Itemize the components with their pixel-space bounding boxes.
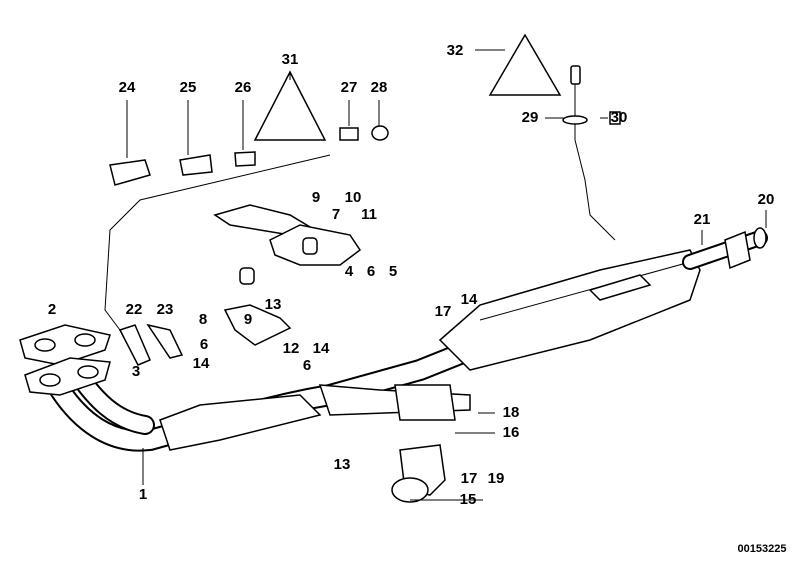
- callout-label-14: 14: [313, 340, 330, 357]
- manifold-gaskets: [19, 324, 111, 396]
- rubber-mount: [391, 444, 446, 503]
- callout-label-15: 15: [460, 491, 477, 508]
- callout-label-14: 14: [461, 291, 478, 308]
- callout-label-20: 20: [758, 191, 775, 208]
- callout-label-22: 22: [126, 301, 143, 318]
- callout-label-28: 28: [371, 79, 388, 96]
- callout-label-17: 17: [461, 470, 478, 487]
- callout-label-31: 31: [282, 51, 299, 68]
- callout-label-18: 18: [503, 404, 520, 421]
- callout-label-5: 5: [389, 263, 397, 280]
- callout-label-23: 23: [157, 301, 174, 318]
- callout-label-24: 24: [119, 79, 136, 96]
- callout-label-6: 6: [367, 263, 375, 280]
- callout-label-26: 26: [235, 79, 252, 96]
- callout-label-19: 19: [488, 470, 505, 487]
- callout-label-7: 7: [332, 206, 340, 223]
- callout-label-8: 8: [199, 311, 207, 328]
- callout-label-10: 10: [345, 189, 362, 206]
- callout-label-13: 13: [334, 456, 351, 473]
- callout-label-27: 27: [341, 79, 358, 96]
- callout-label-11: 11: [361, 206, 377, 223]
- oxygen-sensor-lead: [104, 65, 621, 331]
- drawing-code: 00153225: [738, 543, 787, 555]
- callout-label-13: 13: [265, 296, 282, 313]
- front-catalyst: [159, 394, 322, 451]
- callout-label-30: 30: [611, 109, 628, 126]
- callout-label-21: 21: [694, 211, 711, 228]
- callout-label-9: 9: [312, 189, 320, 206]
- callout-label-3: 3: [132, 363, 140, 380]
- callout-label-25: 25: [180, 79, 197, 96]
- callout-label-4: 4: [345, 263, 354, 280]
- callout-label-6: 6: [303, 357, 311, 374]
- warning-triangles: [253, 33, 562, 141]
- rear-pipe: [682, 227, 768, 270]
- callout-label-2: 2: [48, 301, 56, 318]
- callout-label-6: 6: [200, 336, 208, 353]
- leader-lines: [126, 49, 767, 501]
- callout-label-17: 17: [435, 303, 452, 320]
- sensors: [118, 323, 184, 366]
- clips: [109, 125, 389, 186]
- callout-label-29: 29: [522, 109, 539, 126]
- callout-label-1: 1: [139, 486, 147, 503]
- callout-label-32: 32: [447, 42, 464, 59]
- callout-label-12: 12: [283, 340, 300, 357]
- callout-label-9: 9: [244, 311, 252, 328]
- brackets: [213, 204, 471, 421]
- callout-label-16: 16: [503, 424, 520, 441]
- callout-label-14: 14: [193, 355, 210, 372]
- catalytic-converter: [438, 249, 701, 371]
